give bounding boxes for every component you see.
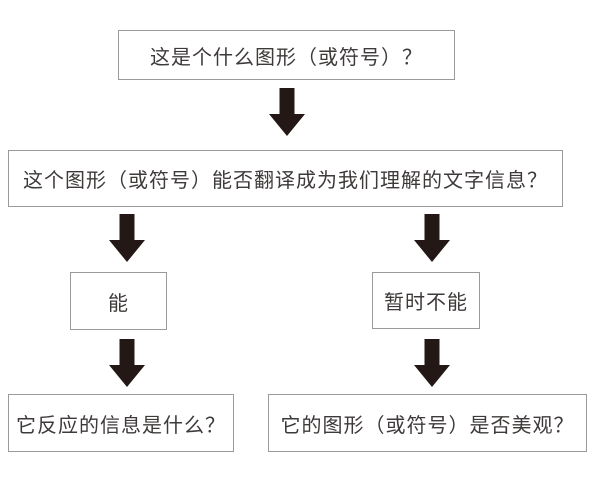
flowchart-node-yes: 能 <box>70 272 167 330</box>
down-arrow-icon <box>109 214 145 262</box>
down-arrow-icon <box>414 214 450 262</box>
flowchart-node-can-it-be-translated: 这个图形（或符号）能否翻译成为我们理解的文字信息？ <box>8 150 563 207</box>
down-arrow-icon <box>269 88 305 136</box>
flowchart-node-temporarily-no: 暂时不能 <box>372 272 480 329</box>
flowchart-node-what-information: 它反应的信息是什么？ <box>8 394 234 452</box>
down-arrow-icon <box>109 339 145 387</box>
down-arrow-icon <box>414 339 450 387</box>
flowchart-node-what-is-this-figure: 这是个什么图形（或符号）？ <box>118 30 455 80</box>
flowchart-node-is-it-beautiful: 它的图形（或符号）是否美观？ <box>268 394 587 452</box>
